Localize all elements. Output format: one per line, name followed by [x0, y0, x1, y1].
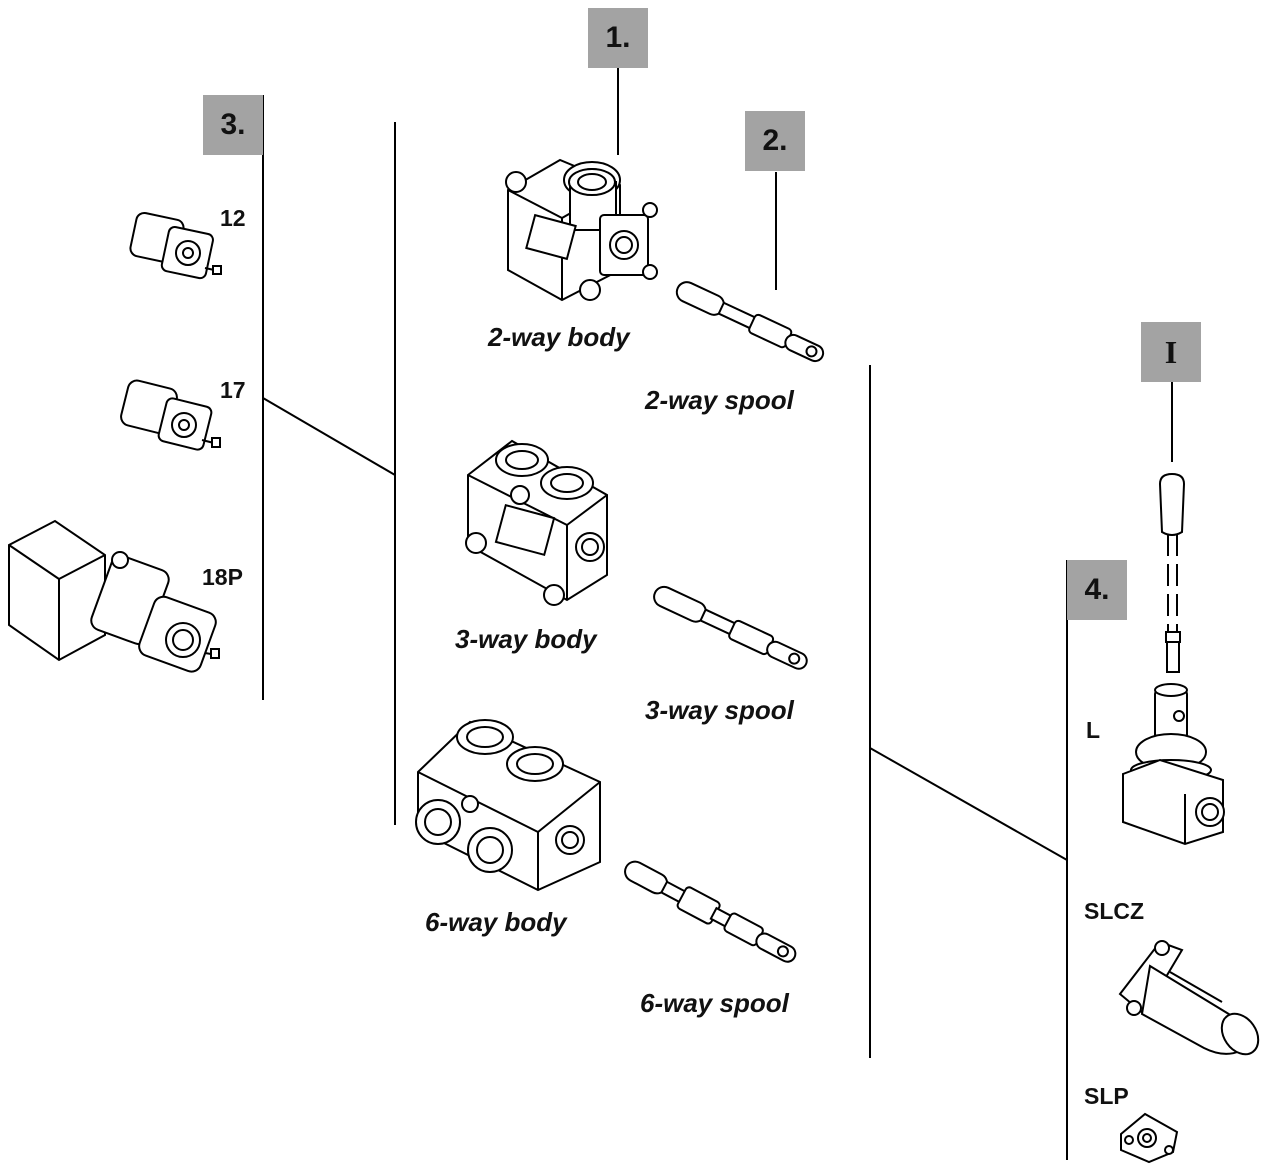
control-L-part	[1115, 682, 1230, 849]
group-I-tag: I	[1141, 322, 1201, 382]
6-way-spool-part	[613, 850, 813, 980]
3-way-spool-label: 3-way spool	[645, 695, 794, 725]
2-way-body-label: 2-way body	[488, 322, 630, 352]
3-way-spool-part	[645, 572, 825, 692]
6-way-body-label: 6-way body	[425, 907, 567, 937]
item-L-label: L	[1086, 717, 1101, 743]
lever-handle-part	[1152, 472, 1197, 687]
6-way-body-part	[410, 712, 610, 897]
group-4-tag: 4.	[1067, 560, 1127, 620]
item-17-label: 17	[220, 377, 246, 403]
3-way-body-label: 3-way body	[455, 624, 597, 654]
item-12-label: 12	[220, 205, 246, 231]
control-12-part	[125, 208, 225, 293]
group-2-tag: 2.	[745, 111, 805, 171]
item-18P-label: 18P	[202, 564, 243, 590]
group-1-tag: 1.	[588, 8, 648, 68]
control-17-part	[118, 378, 228, 468]
item-SLP-label: SLP	[1084, 1083, 1129, 1109]
2-way-spool-part	[668, 268, 843, 383]
2-way-body-part	[500, 140, 665, 320]
control-SLP-part	[1115, 1110, 1185, 1171]
6-way-spool-label: 6-way spool	[640, 988, 789, 1018]
control-SLCZ-part	[1112, 936, 1262, 1066]
2-way-spool-label: 2-way spool	[645, 385, 794, 415]
3-way-body-part	[462, 435, 632, 615]
group-3-tag: 3.	[203, 95, 263, 155]
control-18P-part	[5, 515, 225, 685]
item-SLCZ-label: SLCZ	[1084, 898, 1145, 924]
